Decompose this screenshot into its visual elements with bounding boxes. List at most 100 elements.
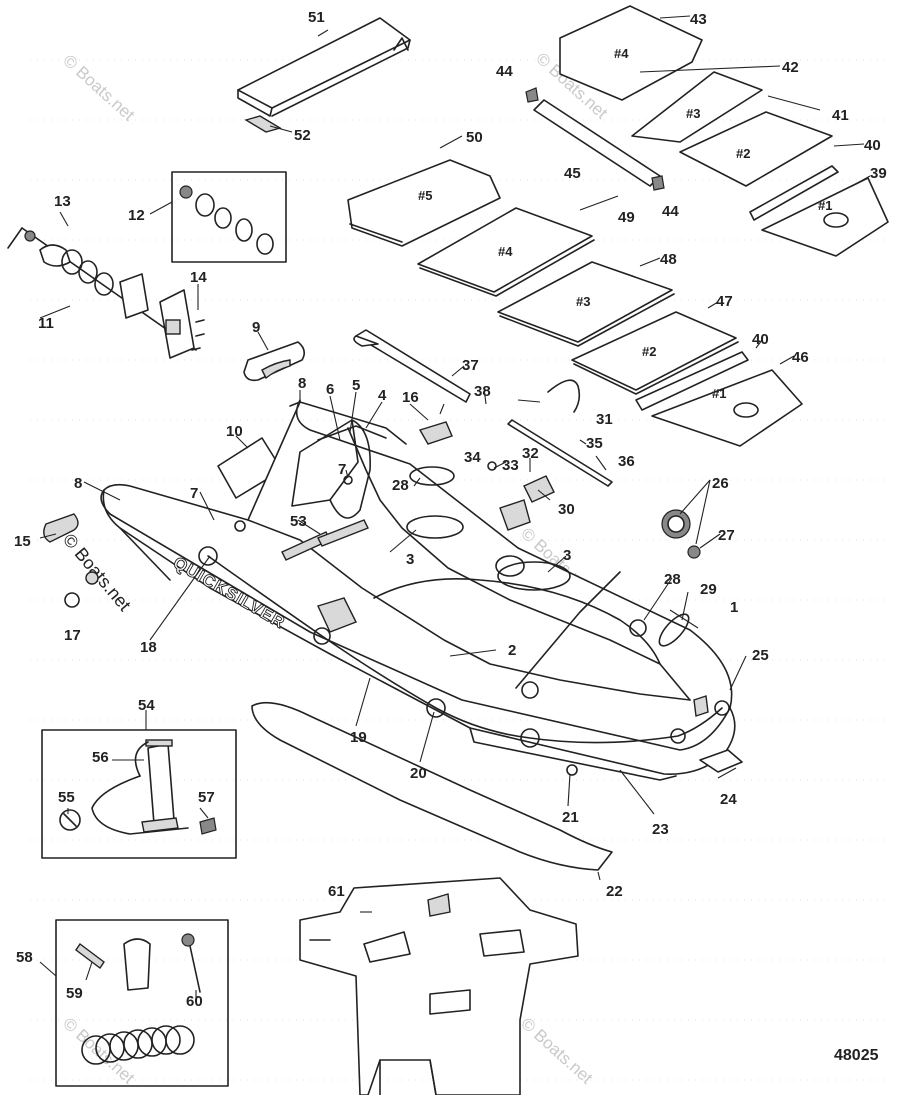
callout-label: 36 [618, 453, 635, 470]
callout-label: 40 [752, 331, 769, 348]
callout-label: 26 [712, 475, 729, 492]
callout-label: 35 [586, 435, 603, 452]
valve-cable [547, 379, 581, 413]
callout-label: 38 [474, 383, 491, 400]
keel-strip [251, 701, 613, 871]
valve-kit-box [171, 171, 287, 263]
callout-label: 10 [226, 423, 243, 440]
callout-label: 5 [352, 377, 360, 394]
callout-label: 53 [290, 513, 307, 530]
callout-label: 8 [298, 375, 306, 392]
callout-label: 7 [190, 485, 198, 502]
panel-label: #3 [686, 106, 700, 121]
callout-label: 51 [308, 9, 325, 26]
callout-label: 33 [502, 457, 519, 474]
callout-label: 1 [730, 599, 738, 616]
callout-label: 48 [660, 251, 677, 268]
callout-label: 54 [138, 697, 155, 714]
callout-label: 27 [718, 527, 735, 544]
repair-kit-box [55, 919, 229, 1087]
callout-label: 16 [402, 389, 419, 406]
o-ring [64, 592, 80, 608]
watermark-text: © Boats.net [59, 51, 138, 125]
callout-label: 21 [562, 809, 579, 826]
callout-label: 34 [464, 449, 481, 466]
diagram-number: 48025 [834, 1047, 879, 1064]
callout-label: 14 [190, 269, 207, 286]
callout-label: 24 [720, 791, 737, 808]
seat-bench [237, 17, 411, 117]
callout-label: 44 [662, 203, 679, 220]
callout-label: 13 [54, 193, 71, 210]
callout-label: 28 [664, 571, 681, 588]
callout-label: 56 [92, 749, 109, 766]
valve-cap [85, 571, 99, 585]
watermark-text-dark: © Boats.net [59, 530, 135, 615]
callout-label: 29 [700, 581, 717, 598]
callout-label: 40 [864, 137, 881, 154]
callout-label: 6 [326, 381, 334, 398]
callout-label: 19 [350, 729, 367, 746]
callout-label: 46 [792, 349, 809, 366]
callout-label: 60 [186, 993, 203, 1010]
callout-label: 37 [462, 357, 479, 374]
callout-label: 8 [74, 475, 82, 492]
panel-label: #1 [712, 386, 726, 401]
callout-label: 61 [328, 883, 345, 900]
pump-kit-box [41, 729, 237, 859]
valve-fitting [661, 509, 701, 559]
carry-handle-grip [261, 359, 291, 380]
callout-label: 52 [294, 127, 311, 144]
callout-label: 4 [378, 387, 387, 404]
panel-labels: #4 #3 #2 #1 #5 #4 #3 #2 #1 [418, 46, 832, 401]
panel-label: #1 [818, 198, 832, 213]
panel-label: #4 [614, 46, 629, 61]
callout-label: 23 [652, 821, 669, 838]
callout-label: 30 [558, 501, 575, 518]
callout-label: 58 [16, 949, 33, 966]
boat-cover [299, 877, 579, 1095]
callout-label: 39 [870, 165, 887, 182]
callout-label: 31 [596, 411, 613, 428]
callout-label: 18 [140, 639, 157, 656]
leader-lines [39, 15, 871, 1000]
callout-label: 41 [832, 107, 849, 124]
carry-handle [243, 341, 306, 382]
callout-label: 43 [690, 11, 707, 28]
valve-assembly [7, 227, 205, 359]
panel-label: #4 [498, 244, 513, 259]
callout-label: 57 [198, 789, 215, 806]
callout-label: 25 [752, 647, 769, 664]
callout-label: 20 [410, 765, 427, 782]
callout-label: 50 [466, 129, 483, 146]
callout-label: 17 [64, 627, 81, 644]
callout-label: 12 [128, 207, 145, 224]
callout-label: 22 [606, 883, 623, 900]
watermark-text: © Boats.net [517, 1014, 596, 1088]
callout-label: 3 [406, 551, 414, 568]
panel-label: #5 [418, 188, 432, 203]
callout-label: 55 [58, 789, 75, 806]
callout-numbers: 1 2 3 3 4 5 6 7 7 8 8 9 10 11 12 13 14 1… [14, 9, 887, 1010]
callout-label: 7 [338, 461, 346, 478]
panel-label: #3 [576, 294, 590, 309]
rear-floor-panels [347, 159, 803, 447]
callout-label: 45 [564, 165, 581, 182]
upper-floor-panels [525, 5, 889, 257]
panel-label: #2 [642, 344, 656, 359]
oars [353, 329, 613, 487]
callout-label: 28 [392, 477, 409, 494]
callout-label: 15 [14, 533, 31, 550]
callout-label: 9 [252, 319, 260, 336]
callout-label: 59 [66, 985, 83, 1002]
callout-label: 49 [618, 209, 635, 226]
callout-label: 11 [38, 315, 54, 332]
callout-label: 44 [496, 63, 513, 80]
seat-strap [244, 115, 282, 133]
boat-hull: QUICKSILVER [100, 399, 743, 781]
panel-label: #2 [736, 146, 750, 161]
callout-label: 3 [563, 547, 571, 564]
callout-label: 47 [716, 293, 733, 310]
